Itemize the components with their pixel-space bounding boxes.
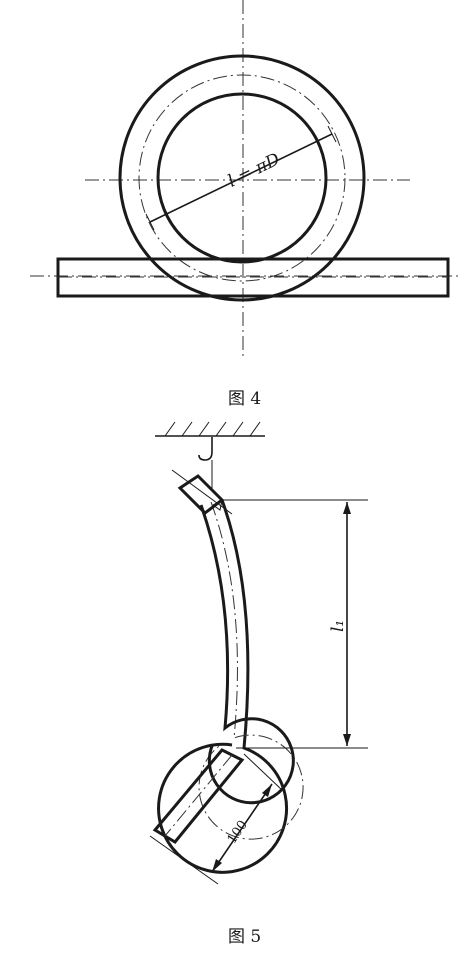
top-end-extension [171, 469, 233, 515]
ceiling-hatching [164, 421, 261, 437]
tube-bottom-end [152, 748, 245, 844]
diameter-dimension-line [149, 133, 333, 223]
l1-arrow-bottom [343, 734, 351, 746]
offset-extension-top [243, 753, 283, 791]
l1-label: l₁ [328, 620, 348, 632]
offset-arrow-bottom [212, 859, 222, 872]
offset-dimension-line [211, 783, 273, 873]
offset-label: 100 [225, 818, 251, 847]
l1-arrow-top [343, 502, 351, 514]
diameter-label: l = πD [225, 149, 284, 191]
figure-5-caption: 图 5 [228, 927, 261, 947]
coil-mid-ring [138, 74, 346, 282]
offset-extension-bottom [149, 835, 219, 885]
bottom-end-centerline [164, 754, 233, 837]
figure-5: l₁ 100 图 5 [149, 421, 368, 947]
hook [198, 437, 213, 461]
figure-4: l = πD 图 4 [30, 0, 460, 409]
coil-outer-ring [118, 54, 366, 302]
tube-outer-wall [157, 499, 289, 874]
tube-inner-wall [199, 504, 295, 805]
dimension-tick-left [145, 213, 155, 231]
offset-arrow-top [262, 784, 272, 797]
coil-inner-ring [156, 92, 328, 264]
dimension-tick-right [327, 125, 337, 143]
figure-4-caption: 图 4 [228, 389, 261, 409]
top-marker [212, 499, 223, 511]
tube-centerline-path [198, 501, 304, 840]
